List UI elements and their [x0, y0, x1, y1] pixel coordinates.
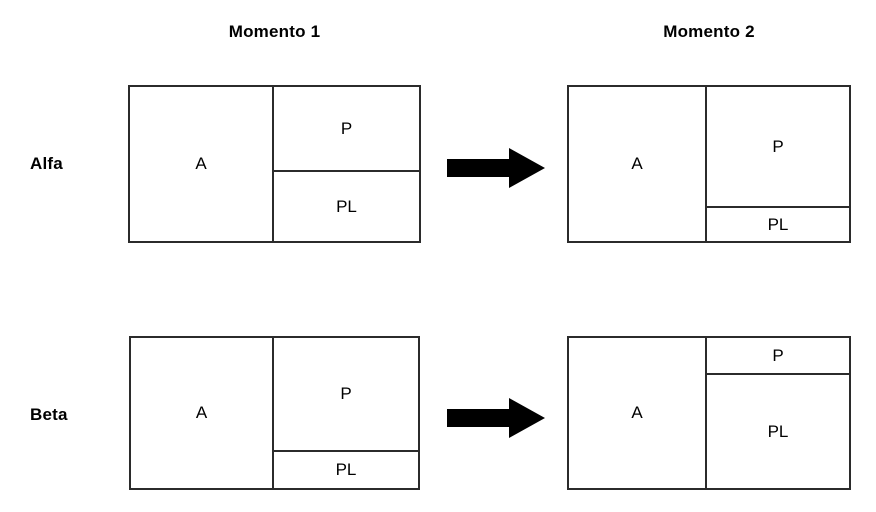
cell-label-pl: PL — [335, 460, 357, 479]
cell-label-pl: PL — [767, 421, 789, 441]
cell-a-alfa-momento-2: A — [569, 87, 707, 241]
cell-label-p: P — [340, 384, 352, 403]
cell-label-a: A — [195, 154, 207, 173]
cell-label-a: A — [631, 154, 643, 173]
cell-group-right-alfa-momento-1: P PL — [274, 87, 419, 241]
cell-label-pl: PL — [336, 196, 357, 216]
cell-group-right-alfa-momento-2: P PL — [707, 87, 849, 241]
cell-label-a: A — [631, 403, 643, 422]
cell-p-beta-momento-1: P — [274, 338, 418, 452]
cell-label-pl: PL — [767, 214, 789, 234]
cell-p-alfa-momento-1: P — [274, 87, 419, 172]
cell-group-right-beta-momento-1: P PL — [274, 338, 418, 488]
cell-label-p: P — [340, 118, 353, 138]
row-label-beta: Beta — [30, 405, 68, 424]
cell-a-alfa-momento-1: A — [130, 87, 274, 241]
cell-label-p: P — [772, 345, 784, 365]
cell-p-alfa-momento-2: P — [707, 87, 849, 208]
diagram-alfa-momento-2: A P PL — [567, 85, 851, 243]
diagram-alfa-momento-1: A P PL — [128, 85, 421, 243]
cell-group-right-beta-momento-2: P PL — [707, 338, 849, 488]
row-label-alfa: Alfa — [30, 154, 63, 173]
cell-p-beta-momento-2: P — [707, 338, 849, 375]
column-title-momento-2: Momento 2 — [663, 22, 755, 41]
cell-label-a: A — [195, 403, 208, 422]
cell-a-beta-momento-1: A — [131, 338, 274, 488]
cell-label-p: P — [772, 136, 784, 156]
cell-pl-alfa-momento-1: PL — [274, 172, 419, 241]
cell-pl-beta-momento-1: PL — [274, 452, 418, 488]
diagram-beta-momento-2: A P PL — [567, 336, 851, 490]
diagram-beta-momento-1: A P PL — [129, 336, 420, 490]
cell-pl-alfa-momento-2: PL — [707, 208, 849, 241]
column-title-momento-1: Momento 1 — [228, 22, 321, 41]
cell-a-beta-momento-2: A — [569, 338, 707, 488]
cell-pl-beta-momento-2: PL — [707, 375, 849, 488]
right-block-arrow-icon-alfa — [447, 148, 545, 188]
right-block-arrow-icon-beta — [447, 398, 545, 438]
